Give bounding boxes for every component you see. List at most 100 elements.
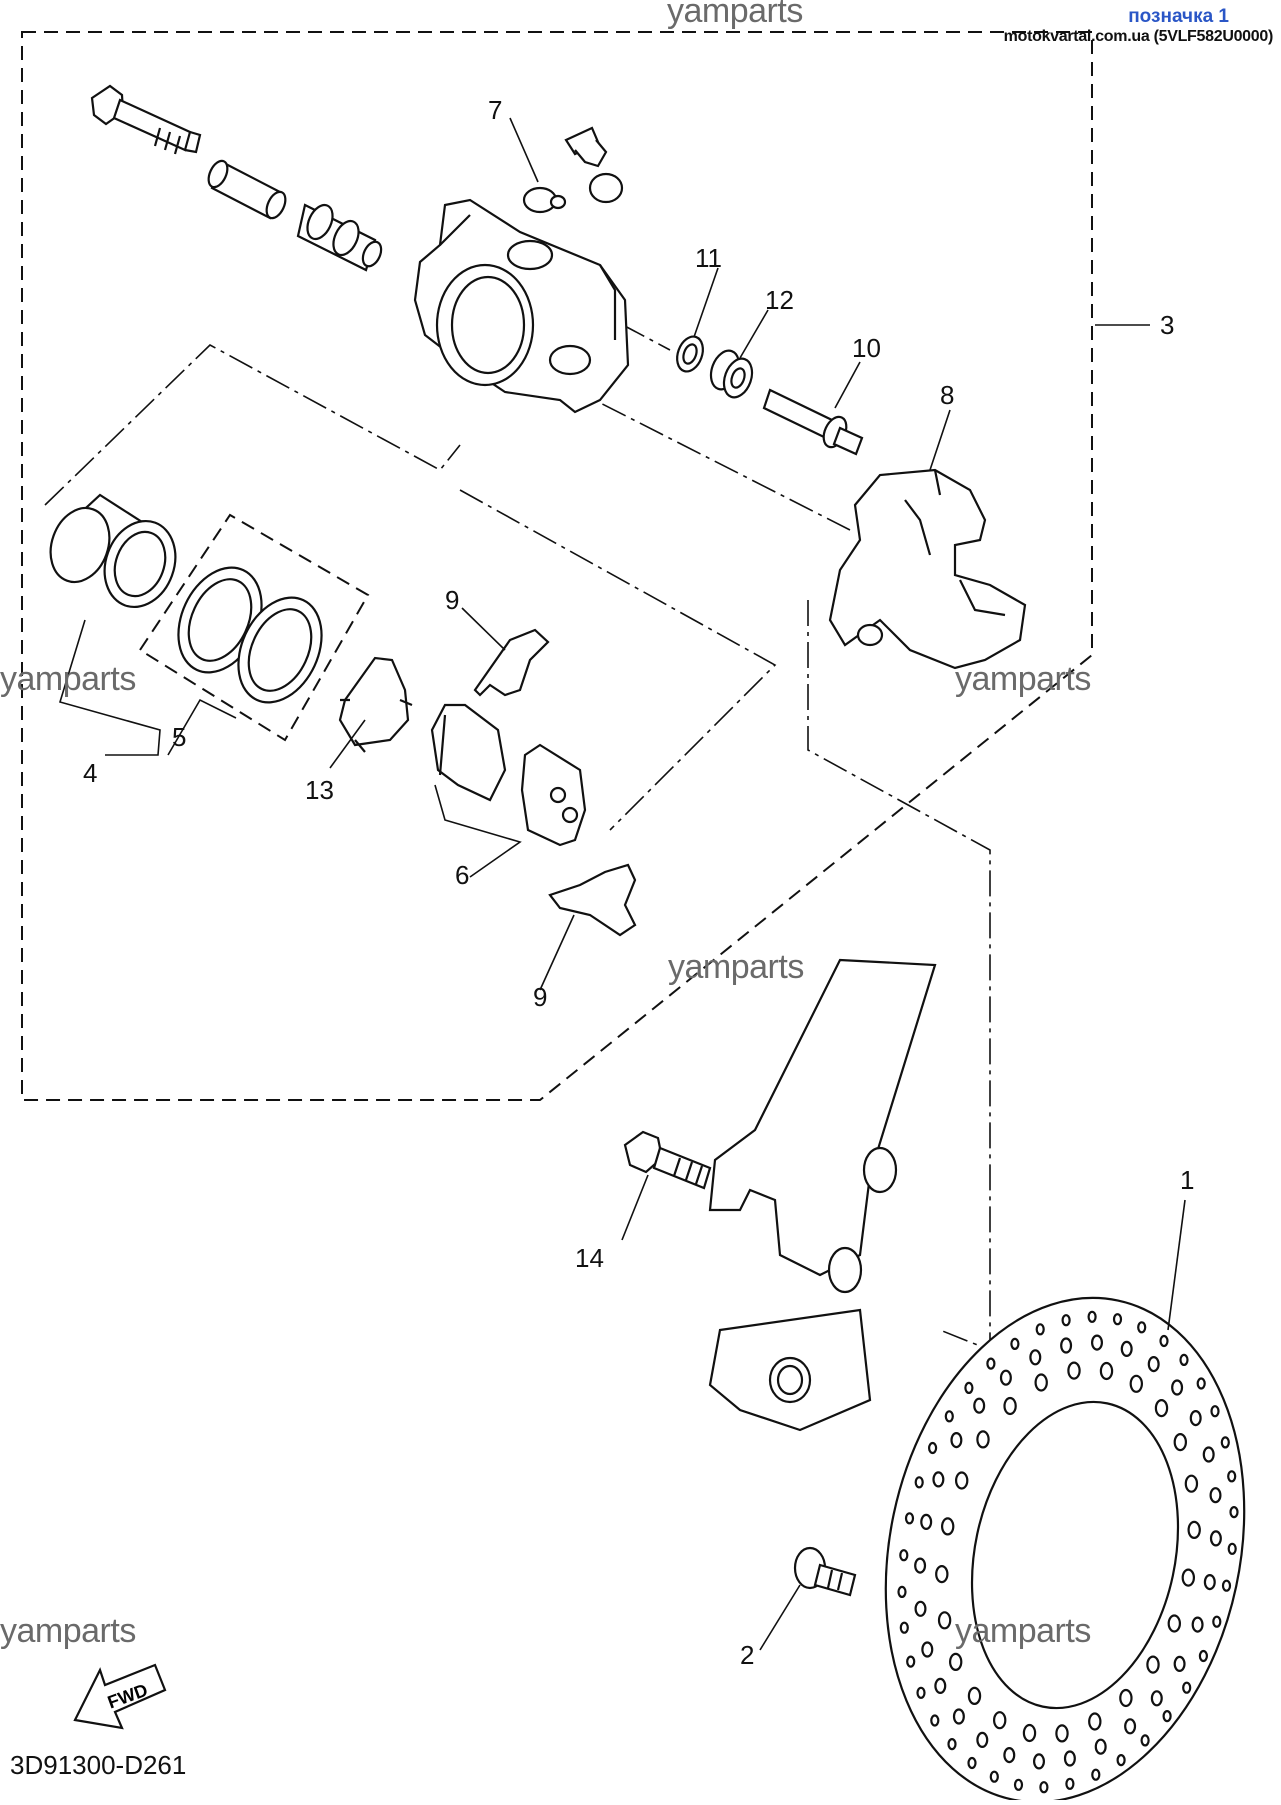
callout-9-upper: 9 — [445, 585, 460, 615]
badge-label: позначка 1 — [1128, 6, 1229, 27]
disc-hole — [1227, 1470, 1237, 1483]
disc-hole — [1087, 1310, 1097, 1323]
callout-8: 8 — [940, 380, 955, 410]
disc-hole — [1203, 1573, 1216, 1591]
disc-hole — [967, 1756, 977, 1770]
disc-hole — [1003, 1746, 1016, 1764]
disc-hole — [993, 1711, 1007, 1730]
disc-hole — [1090, 1334, 1103, 1351]
disc-hole — [1094, 1738, 1107, 1755]
callout-5: 5 — [172, 722, 187, 752]
disc-bolt — [793, 1546, 857, 1597]
disc-hole — [1022, 1723, 1037, 1743]
watermark: yamparts — [0, 660, 136, 698]
disc-hole — [1209, 1530, 1222, 1547]
callout-2: 2 — [740, 1640, 755, 1670]
disc-hole — [1146, 1655, 1160, 1674]
callout-6: 6 — [455, 860, 470, 890]
disc-hole — [1112, 1313, 1123, 1326]
disc-hole — [1129, 1374, 1144, 1393]
dust-boot — [296, 203, 383, 272]
disc-hole — [1088, 1712, 1102, 1731]
disc-hole — [937, 1611, 952, 1630]
pad-chain-line — [44, 344, 461, 506]
disc-hole — [1032, 1753, 1045, 1770]
disc-hole — [1124, 1718, 1137, 1735]
fwd-arrow: FWD — [73, 1663, 167, 1730]
disc-hole — [935, 1564, 949, 1584]
disc-hole — [1159, 1334, 1169, 1348]
disc-hole — [1202, 1446, 1215, 1463]
disc-hole — [906, 1655, 916, 1668]
disc-hole — [1060, 1337, 1073, 1354]
disc-hole — [952, 1708, 965, 1725]
disc-hole — [1029, 1349, 1042, 1366]
site-label: motokvartal.com.ua (5VLF582U0000) — [1003, 28, 1274, 45]
caliper-mount-bolt — [623, 1130, 712, 1190]
watermark: yamparts — [955, 1612, 1091, 1650]
pad-clip-lower — [548, 863, 637, 937]
brake-pad-outer — [520, 743, 587, 847]
callout-1: 1 — [1180, 1165, 1195, 1195]
disc-hole — [1173, 1432, 1188, 1452]
disc-hole — [1034, 1373, 1048, 1392]
disc-hole — [1039, 1781, 1049, 1794]
disc-hole — [899, 1621, 909, 1634]
disc-hole — [1196, 1377, 1206, 1390]
top-bolt — [90, 84, 202, 155]
caliper-body — [413, 198, 630, 414]
disc-hole — [999, 1369, 1012, 1386]
callout-14: 14 — [575, 1243, 604, 1273]
disc-hole — [1162, 1709, 1172, 1723]
callout-9-lower: 9 — [533, 982, 548, 1012]
disc-hole — [920, 1513, 933, 1531]
disc-hole — [1171, 1379, 1184, 1396]
disc-hole — [930, 1714, 940, 1727]
disc-hole — [1119, 1688, 1133, 1708]
disc-hole — [1173, 1655, 1186, 1673]
leader-lines — [58, 117, 1186, 1651]
disc-hole — [1137, 1321, 1147, 1334]
disc-hole — [1221, 1579, 1232, 1592]
disc-hole — [976, 1731, 989, 1749]
disc-hole — [967, 1686, 982, 1706]
watermark: yamparts — [955, 660, 1091, 698]
disc-hole — [1220, 1436, 1230, 1449]
callout-13: 13 — [305, 775, 334, 805]
caliper-bracket — [828, 468, 1027, 670]
diagram-code: 3D91300-D261 — [10, 1750, 187, 1780]
brake-pad-inner — [430, 703, 507, 802]
callout-3: 3 — [1160, 310, 1175, 340]
disc-hole — [1065, 1777, 1075, 1790]
disc-hole — [1067, 1361, 1081, 1380]
disc-hole — [1091, 1768, 1101, 1781]
disc-hole — [1229, 1505, 1239, 1519]
disc-hole — [897, 1585, 907, 1599]
bleed-screw — [522, 126, 624, 214]
disc-hole — [1055, 1724, 1069, 1743]
pad-spring — [338, 656, 413, 753]
disc-hole — [1198, 1649, 1209, 1663]
disc-hole — [944, 1410, 954, 1423]
disc-hole — [904, 1512, 915, 1525]
disc-hole — [1099, 1361, 1114, 1381]
disc-hole — [1184, 1474, 1199, 1493]
disc-hole — [914, 1600, 927, 1617]
disc-hole — [1154, 1398, 1169, 1418]
piston — [49, 493, 177, 609]
disc-hole — [1210, 1405, 1220, 1418]
disc-hole — [989, 1770, 999, 1783]
disc-hole — [941, 1517, 955, 1536]
disc-hole — [973, 1397, 986, 1414]
disc-hole — [1035, 1323, 1045, 1336]
piston-chain-line — [459, 489, 777, 831]
fork-chain-line — [807, 600, 991, 1352]
disc-hole — [1147, 1355, 1160, 1373]
disc-hole — [1063, 1750, 1076, 1767]
disc-hole — [1181, 1568, 1196, 1587]
disc-hole — [1150, 1690, 1163, 1707]
disc-hole — [1227, 1542, 1237, 1555]
disc-hole — [950, 1431, 963, 1449]
slide-pin-sleeve — [207, 159, 287, 220]
